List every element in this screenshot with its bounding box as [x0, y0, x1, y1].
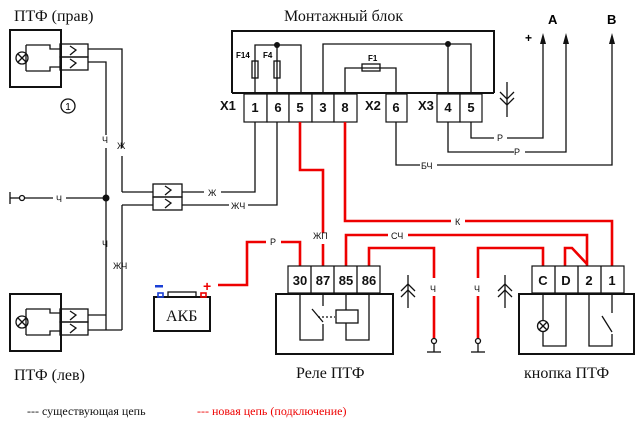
wire-label-zhp: ЖП	[313, 231, 328, 241]
pin-x3-5: 5	[467, 100, 474, 115]
battery-label: АКБ	[166, 308, 197, 325]
wire-label-r: Р	[497, 133, 503, 143]
minus-icon	[155, 285, 163, 288]
lamp-housing	[9, 29, 62, 88]
fuse-label-f14: F14	[236, 51, 250, 60]
plus-icon: +	[203, 278, 211, 294]
connector-x2-label: X2	[365, 98, 381, 113]
pin-x1-1: 1	[251, 100, 258, 115]
pin-x1-5: 5	[296, 100, 303, 115]
relay-coil-icon	[335, 309, 359, 324]
wire-label-k: К	[455, 217, 461, 227]
arrow-up-icon	[609, 33, 615, 44]
wire-label-ch: Ч	[474, 284, 480, 294]
wire-label-r: Р	[270, 237, 276, 247]
lamp-housing	[9, 293, 62, 352]
fuse-icon	[361, 63, 381, 72]
relay: 30 87 85 86	[275, 265, 394, 355]
wire-label-sch: СЧ	[391, 231, 403, 241]
fog-lamp-left	[9, 293, 122, 352]
wire-label-zhch: ЖЧ	[113, 261, 127, 271]
pin-x1-6: 6	[274, 100, 281, 115]
button-pin-c: C	[538, 273, 548, 288]
fuse-icon	[251, 60, 259, 79]
battery-positive-terminal	[200, 292, 207, 298]
connector-symbol-icon	[497, 275, 513, 308]
pin-x2-6: 6	[392, 100, 399, 115]
lamp-icon	[15, 51, 29, 65]
mount-block: F14 F4 F1	[231, 30, 495, 94]
button-pin-1: 1	[608, 273, 615, 288]
legend-existing-circuit: --- существующая цепь	[27, 404, 146, 418]
junction-dot	[102, 194, 110, 202]
switch-contact-icon	[601, 315, 613, 333]
ptf-left-title: ПТФ (лев)	[14, 367, 85, 384]
output-a-label: A	[548, 12, 558, 27]
pin-x3-4: 4	[444, 100, 452, 115]
button-pin-2: 2	[585, 273, 592, 288]
relay-title: Реле ПТФ	[296, 365, 365, 382]
fog-lamp-right	[9, 29, 123, 148]
wire-label-ch: Ч	[430, 284, 436, 294]
wire-label-r: Р	[514, 147, 520, 157]
relay-pin-87: 87	[316, 273, 330, 288]
svg-text:1: 1	[65, 102, 71, 113]
arrow-up-icon	[540, 33, 546, 44]
wire-label-zhch: ЖЧ	[231, 201, 245, 211]
legend-new-circuit: --- новая цепь (подключение)	[197, 404, 347, 418]
connector-symbol-icon	[400, 275, 416, 308]
marker-1: 1	[60, 98, 76, 114]
wire-label-ch: Ч	[102, 239, 108, 249]
relay-pin-30: 30	[293, 273, 307, 288]
connector-icon	[59, 43, 89, 71]
connector-x3-label: X3	[418, 98, 434, 113]
wire-label-bch: БЧ	[421, 161, 433, 171]
connector-icon	[152, 183, 183, 211]
mount-block-title: Монтажный блок	[284, 8, 403, 25]
wire-label-ch: Ч	[102, 135, 108, 145]
battery-negative-terminal	[157, 292, 164, 298]
connector-x1-label: X1	[220, 98, 236, 113]
relay-pin-86: 86	[362, 273, 376, 288]
wire-label-ch-ground: Ч	[56, 194, 62, 204]
arrow-up-icon	[563, 33, 569, 44]
fuse-label-f1: F1	[368, 54, 378, 63]
fuse-label-f4: F4	[263, 51, 273, 60]
button-title: кнопка ПТФ	[524, 365, 609, 382]
ground-terminal-icon	[9, 192, 26, 204]
button-pin-d: D	[561, 273, 570, 288]
connector-symbol-icon	[499, 82, 515, 117]
ground-icon	[427, 337, 441, 353]
ground-icon	[471, 337, 485, 353]
wire-label-zh: Ж	[208, 188, 217, 198]
lamp-icon	[15, 315, 29, 329]
wire-label-zh: Ж	[117, 141, 126, 151]
ptf-right-title: ПТФ (прав)	[14, 8, 94, 25]
pin-x1-8: 8	[341, 100, 348, 115]
connector-icon	[59, 308, 89, 336]
indicator-lamp-icon	[536, 319, 550, 333]
switch-contact-icon	[311, 308, 324, 323]
battery: + АКБ	[153, 278, 211, 332]
fuse-icon	[273, 60, 281, 79]
relay-pin-85: 85	[339, 273, 353, 288]
fog-button: C D 2 1	[518, 265, 635, 355]
battery-body	[153, 296, 211, 332]
mount-block-pins: X1 1 6 5 3 8 X2 6 X3 4 5	[220, 93, 483, 123]
plus-label: +	[525, 31, 532, 45]
output-b-label: B	[607, 12, 616, 27]
pin-x1-3: 3	[319, 100, 326, 115]
